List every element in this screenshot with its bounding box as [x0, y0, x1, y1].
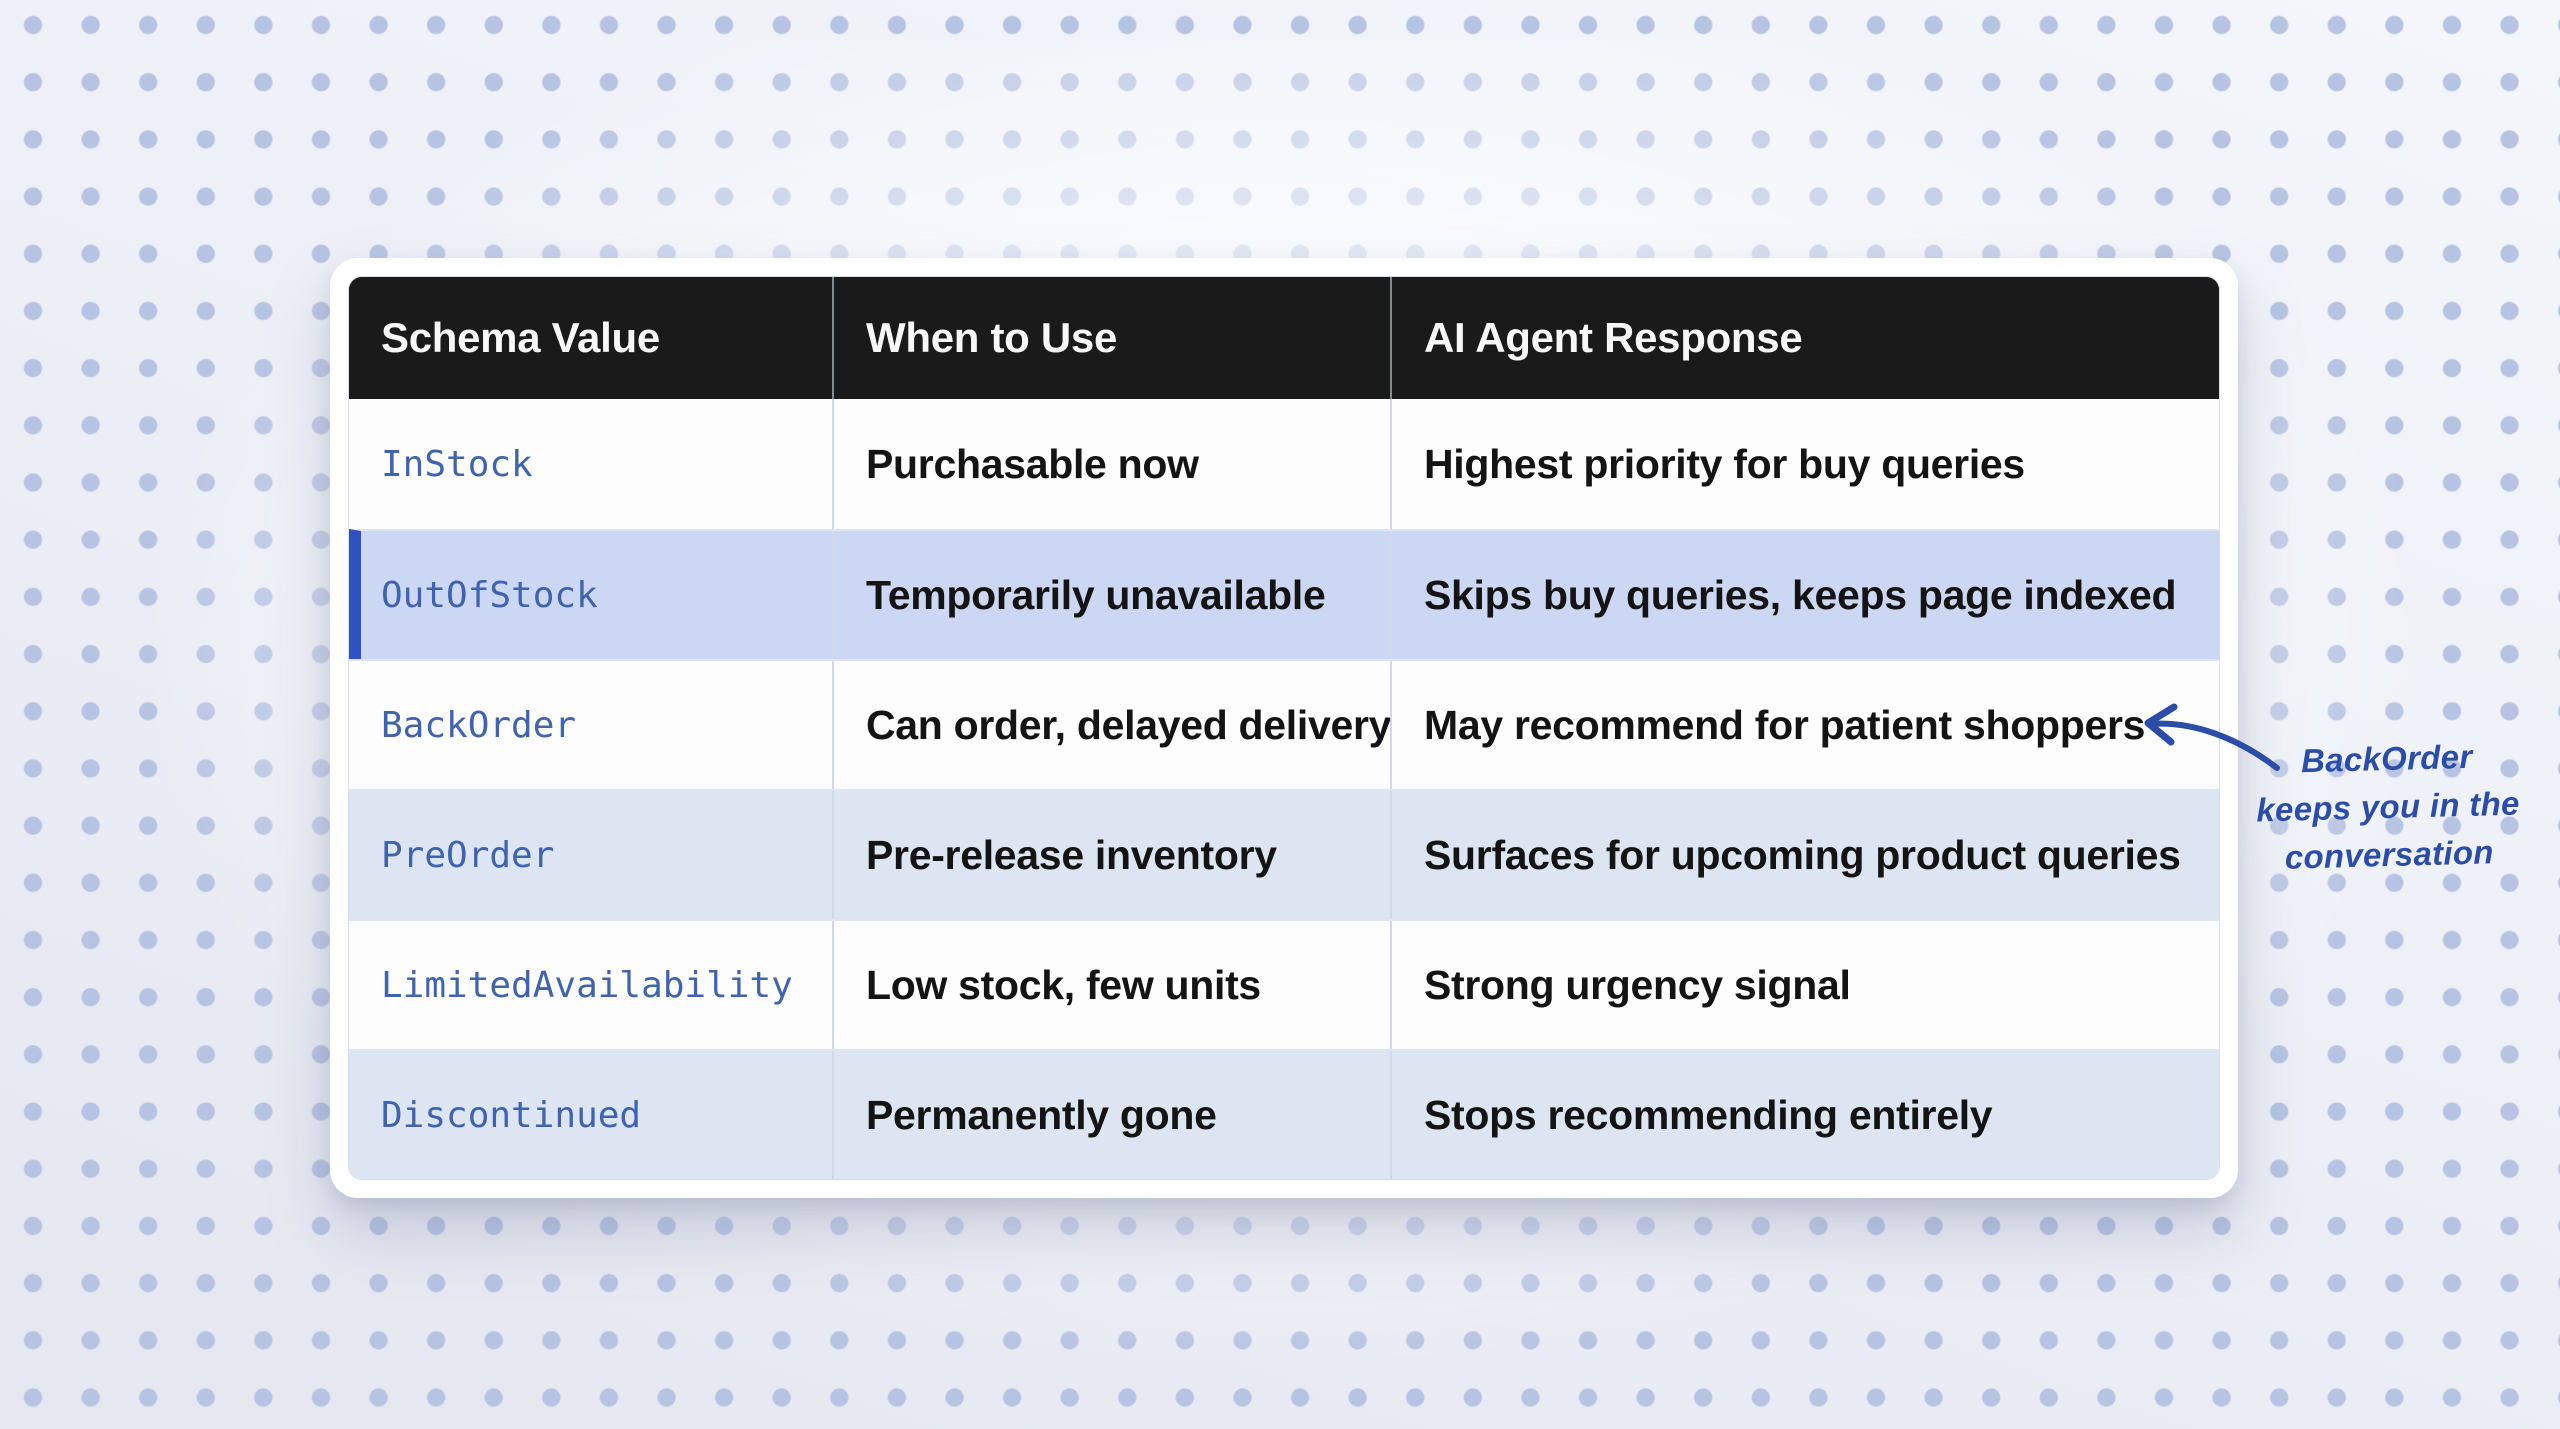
- agent-response-cell: Strong urgency signal: [1424, 961, 1851, 1008]
- table-row-limitedavailability: LimitedAvailability Low stock, few units…: [349, 919, 2219, 1049]
- annotation-line-2: keeps you in the: [2255, 784, 2521, 829]
- header-ai-agent-response: AI Agent Response: [1392, 277, 2219, 399]
- schema-value-cell: LimitedAvailability: [349, 921, 834, 1049]
- when-to-use-cell: Permanently gone: [834, 1051, 1392, 1179]
- table-row-preorder: PreOrder Pre-release inventory Surfaces …: [349, 789, 2219, 919]
- annotation-note: BackOrder keeps you in the conversation: [2234, 731, 2542, 883]
- when-to-use-cell: Low stock, few units: [834, 921, 1392, 1049]
- table-header-row: Schema Value When to Use AI Agent Respon…: [349, 277, 2219, 399]
- schema-value-cell: PreOrder: [349, 791, 834, 919]
- schema-value-cell: OutOfStock: [361, 531, 834, 659]
- table-row-backorder: BackOrder Can order, delayed delivery Ma…: [349, 659, 2219, 789]
- when-to-use-cell: Purchasable now: [834, 399, 1392, 529]
- schema-value-cell: BackOrder: [349, 661, 834, 789]
- when-to-use-cell: Temporarily unavailable: [834, 531, 1392, 659]
- agent-response-cell: May recommend for patient shoppers: [1424, 701, 2146, 748]
- agent-response-cell: Skips buy queries, keeps page indexed: [1424, 571, 2177, 618]
- agent-response-cell: Surfaces for upcoming product queries: [1424, 831, 2181, 878]
- annotation-line-1: BackOrder: [2300, 737, 2473, 780]
- schema-value-cell: InStock: [349, 399, 834, 529]
- schema-value-cell: Discontinued: [349, 1051, 834, 1179]
- annotation-line-3: conversation: [2284, 833, 2495, 876]
- curved-arrow-left-icon: [2144, 703, 2280, 771]
- table-row-discontinued: Discontinued Permanently gone Stops reco…: [349, 1049, 2219, 1179]
- table-row-outofstock-highlighted: OutOfStock Temporarily unavailable Skips…: [349, 529, 2219, 659]
- when-to-use-cell: Pre-release inventory: [834, 791, 1392, 919]
- when-to-use-cell: Can order, delayed delivery: [834, 661, 1392, 789]
- header-schema-value: Schema Value: [349, 277, 834, 399]
- schema-table: Schema Value When to Use AI Agent Respon…: [348, 276, 2220, 1180]
- agent-response-cell: Highest priority for buy queries: [1424, 440, 2025, 487]
- header-when-to-use: When to Use: [834, 277, 1392, 399]
- agent-response-cell: Stops recommending entirely: [1424, 1091, 1993, 1138]
- schema-table-card: Schema Value When to Use AI Agent Respon…: [330, 258, 2238, 1198]
- table-row-instock: InStock Purchasable now Highest priority…: [349, 399, 2219, 529]
